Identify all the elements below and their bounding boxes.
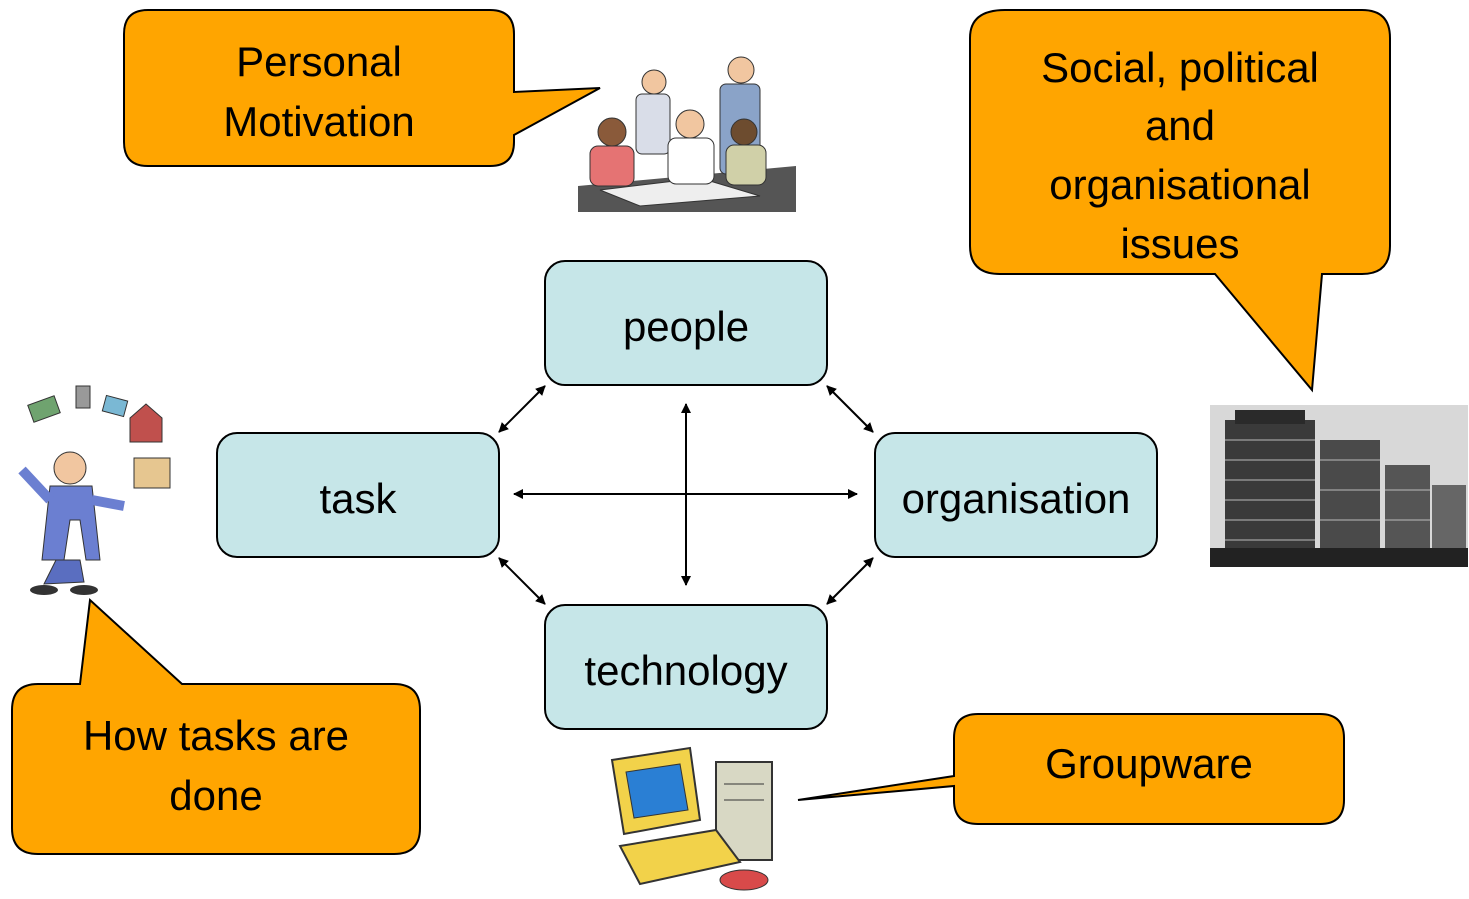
callout-line: Motivation	[223, 98, 414, 145]
arrow-task-people	[498, 385, 546, 433]
svg-text:Groupware: Groupware	[1045, 740, 1253, 787]
callout-personal-motivation: Personal Motivation	[123, 9, 601, 167]
svg-text:done: done	[169, 772, 262, 819]
svg-text:Personal: Personal	[236, 38, 402, 85]
office-building-image	[1210, 405, 1468, 567]
computer-image	[610, 746, 773, 891]
node-label: task	[319, 475, 397, 522]
callout-social-issues: Social, political and organisational iss…	[969, 9, 1391, 393]
svg-text:and: and	[1145, 102, 1215, 149]
node-task: task	[216, 432, 500, 558]
node-technology: technology	[544, 604, 828, 730]
svg-text:issues: issues	[1120, 220, 1239, 267]
node-label: people	[623, 303, 749, 350]
callout-line: Personal	[236, 38, 402, 85]
svg-text:Motivation: Motivation	[223, 98, 414, 145]
people-meeting-image	[578, 56, 796, 212]
callout-how-tasks: How tasks are done	[11, 597, 421, 855]
arrow-organisation-technology	[826, 557, 874, 605]
svg-text:Social, political: Social, political	[1041, 44, 1319, 91]
juggling-man-image	[18, 385, 171, 595]
node-organisation: organisation	[874, 432, 1158, 558]
svg-text:How tasks are: How tasks are	[83, 712, 349, 759]
node-label: technology	[584, 647, 787, 694]
svg-text:organisational: organisational	[1049, 161, 1311, 208]
arrow-task-technology	[498, 557, 546, 605]
node-label: organisation	[902, 475, 1131, 522]
arrows	[498, 385, 874, 605]
callout-groupware: Groupware	[797, 713, 1345, 825]
node-people: people	[544, 260, 828, 386]
arrow-people-organisation	[826, 385, 874, 433]
